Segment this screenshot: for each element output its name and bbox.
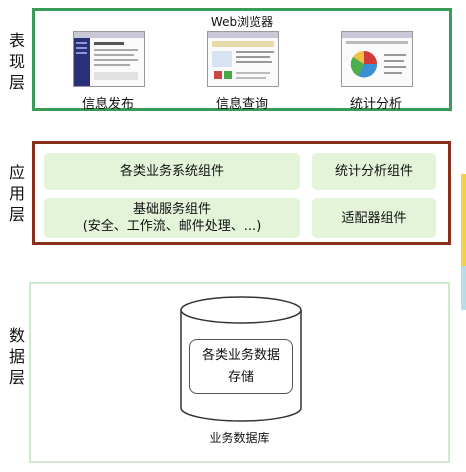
statistics-component-label: 统计分析组件 (334, 164, 413, 179)
business-system-component: 各类业务系统组件 (44, 153, 300, 190)
business-data-storage-line1: 各类业务数据 (201, 347, 280, 363)
basic-service-component-detail: (安全、工作流、邮件处理、...) (82, 219, 262, 234)
info-publish-label: 信息发布 (81, 97, 134, 112)
statistics-label: 统计分析 (349, 97, 402, 112)
layer-label-application: 应用层 (8, 163, 25, 224)
business-database-label: 业务数据库 (209, 431, 270, 445)
side-accent-bar-blue (461, 266, 466, 310)
info-query-thumbnail-icon (207, 31, 279, 87)
presentation-layer-box: Web浏览器 信息发布 (32, 8, 452, 112)
data-layer-box: 各类业务数据 存储 业务数据库 (29, 282, 450, 463)
info-publish-thumbnail-icon (73, 31, 145, 87)
layer-label-presentation: 表现层 (8, 31, 25, 92)
info-query-label: 信息查询 (215, 97, 268, 112)
adapter-component-label: 适配器组件 (341, 210, 407, 226)
browser-title: Web浏览器 (210, 15, 274, 29)
basic-service-component: 基础服务组件 (安全、工作流、邮件处理、...) (44, 198, 300, 238)
statistics-component: 统计分析组件 (312, 153, 436, 190)
layer-label-data: 数据层 (8, 326, 25, 387)
basic-service-component-label: 基础服务组件 (132, 202, 211, 217)
side-accent-bar-yellow (461, 174, 466, 266)
adapter-component: 适配器组件 (312, 198, 436, 238)
application-layer-box: 各类业务系统组件 统计分析组件 基础服务组件 (安全、工作流、邮件处理、...)… (32, 141, 451, 245)
statistics-thumbnail-icon (341, 31, 413, 87)
business-system-component-label: 各类业务系统组件 (119, 164, 224, 179)
business-data-storage-line2: 存储 (227, 369, 254, 385)
business-data-storage: 各类业务数据 存储 (189, 339, 293, 394)
